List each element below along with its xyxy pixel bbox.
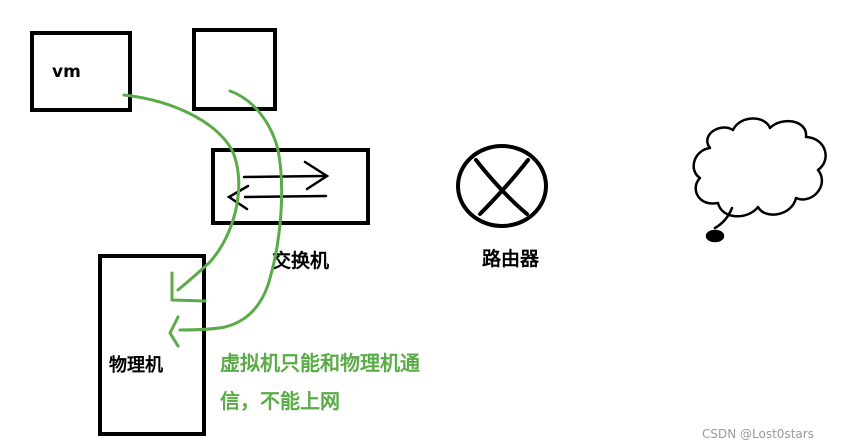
annotation-line-2: 信，不能上网 [220,389,340,413]
router-label: 路由器 [482,247,540,270]
switch-label: 交换机 [272,249,329,272]
switch-box [211,148,370,225]
internet-cloud-icon [692,117,827,243]
vm-box-2 [192,28,277,111]
switch-arrows-icon [226,160,330,211]
physical-machine-label: 物理机 [109,354,163,376]
vm-label: vm [52,62,81,82]
vm-to-host-path [122,93,241,303]
physical-machine-box [98,254,206,436]
annotation-line-1: 虚拟机只能和物理机通 [220,351,420,375]
router-icon [456,144,548,228]
vm2-to-host-path [168,89,284,348]
vm-box [30,31,132,112]
watermark: CSDN @Lost0stars [702,427,814,441]
